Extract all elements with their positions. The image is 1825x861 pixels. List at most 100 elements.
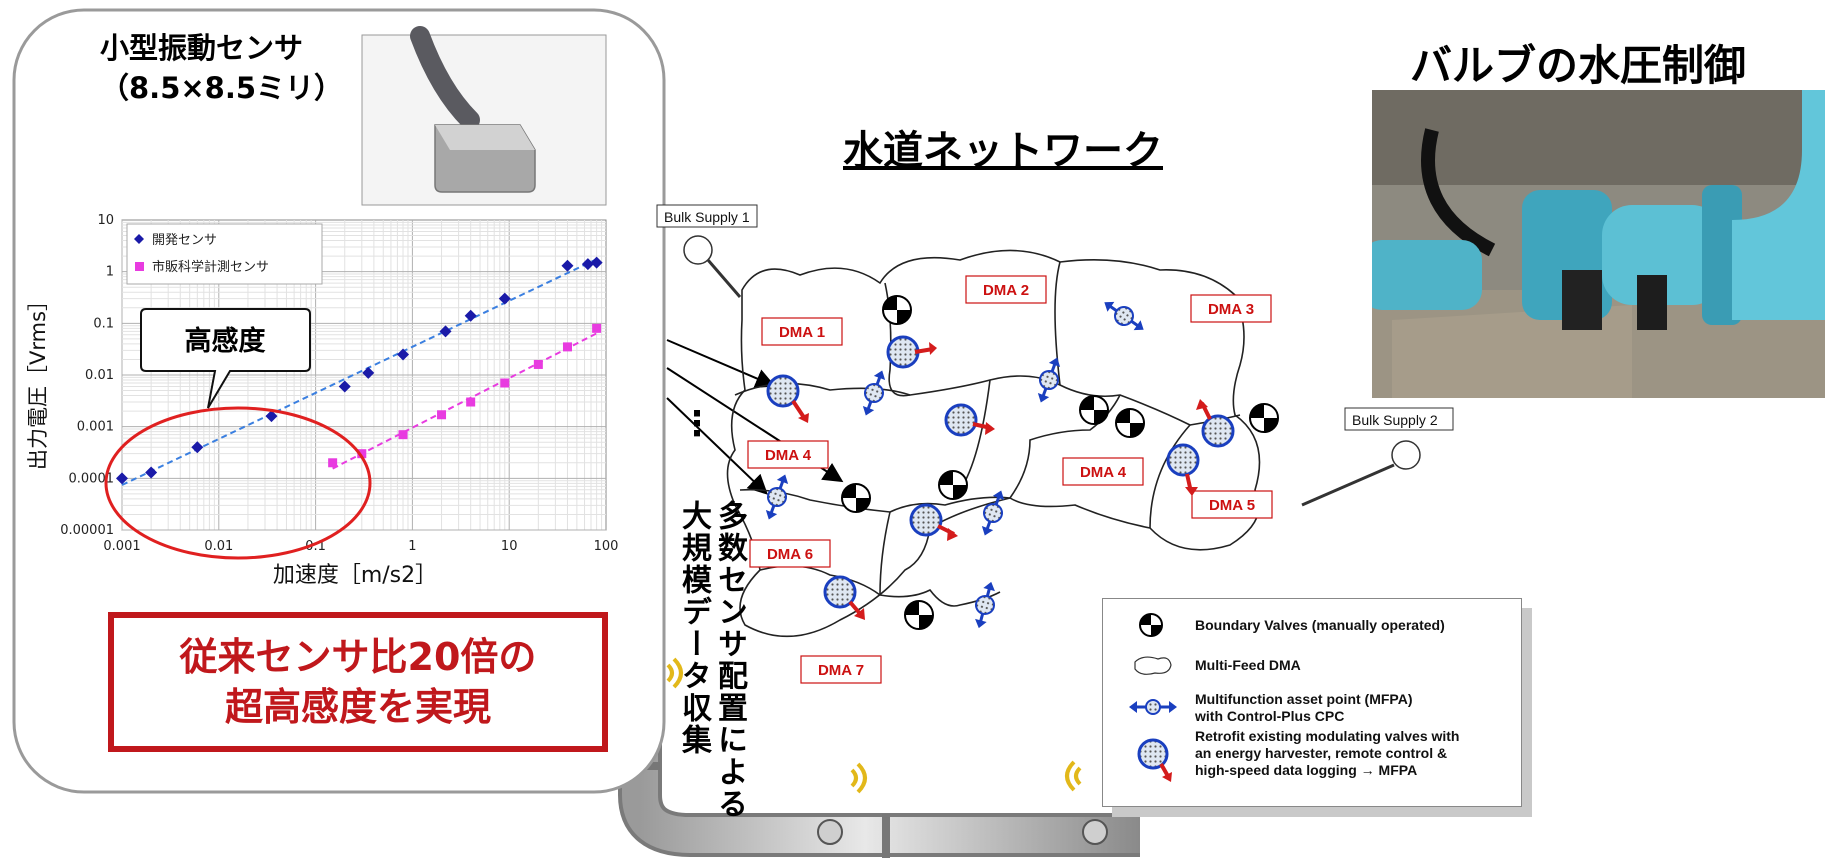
data-point-dev xyxy=(145,466,158,479)
legend-retrofit-line3: high-speed data logging → MFPA xyxy=(1195,762,1418,778)
trend-line-0 xyxy=(121,258,598,486)
y-tick-label: 0.01 xyxy=(85,368,114,383)
mfpa-icon xyxy=(1104,301,1144,331)
highlight-line2: 超高感度を実現 xyxy=(224,685,491,729)
dma-label-5: DMA 5 xyxy=(1191,490,1273,519)
data-point-commercial xyxy=(398,430,408,440)
valve-photo xyxy=(1372,90,1825,398)
legend-mfpa: Multifunction asset point (MFPA) with Co… xyxy=(1195,691,1413,725)
data-point-commercial xyxy=(533,359,543,369)
sensor-title: 小型振動センサ （8.5×8.5ミリ） xyxy=(100,28,343,108)
data-point-dev xyxy=(191,441,204,454)
boundary-valve-icon xyxy=(1115,408,1145,438)
boundary-valve-icon xyxy=(1079,395,1109,425)
retrofit-valve-icon xyxy=(1196,399,1235,448)
boundary-valve-icon xyxy=(1139,613,1163,637)
high-sensitivity-ellipse xyxy=(104,406,372,560)
boundary-valves xyxy=(841,295,1279,630)
data-point-commercial xyxy=(328,458,338,468)
data-point-dev xyxy=(116,472,128,485)
y-tick-label: 10 xyxy=(97,213,114,228)
boundary-valve-icon xyxy=(841,483,871,513)
dma-label-4a: DMA 4 xyxy=(747,440,829,469)
chart-series xyxy=(116,256,603,486)
legend-icons xyxy=(1129,613,1177,782)
legend-mfpa-line1: Multifunction asset point (MFPA) xyxy=(1195,691,1413,707)
boundary-valve-icon xyxy=(904,600,934,630)
data-point-dev xyxy=(397,348,410,361)
retrofit-valve-icon xyxy=(766,374,809,423)
x-tick-label: 1 xyxy=(408,539,416,554)
y-tick-label: 0.0001 xyxy=(69,471,115,486)
pipe-illustration xyxy=(618,657,1140,858)
dma-labels: DMA 1 DMA 2 DMA 3 DMA 4 DMA 4 DMA 5 DMA … xyxy=(747,275,1273,684)
svg-text:Bulk Supply 2: Bulk Supply 2 xyxy=(1352,412,1438,428)
callout-text: 高感度 xyxy=(185,325,266,357)
data-point-commercial xyxy=(592,323,602,333)
dma-label-6: DMA 6 xyxy=(749,539,831,568)
data-point-dev xyxy=(590,256,603,269)
data-point-dev xyxy=(439,325,452,338)
retrofit-valve-icon xyxy=(1166,443,1200,496)
network-title: 水道ネットワーク xyxy=(843,128,1163,174)
retrofit-valve-icon xyxy=(944,403,995,437)
bulk-supply-2: Bulk Supply 2 xyxy=(1301,407,1454,507)
sensor-title-line1: 小型振動センサ xyxy=(100,31,304,65)
dma-label-7: DMA 7 xyxy=(800,655,882,684)
retrofit-valve-icon xyxy=(886,335,937,369)
dma-label-2: DMA 2 xyxy=(965,275,1047,304)
boundary-valve-icon xyxy=(882,295,912,325)
dma-label-3: DMA 3 xyxy=(1190,294,1272,323)
y-tick-label: 0.00001 xyxy=(60,523,114,538)
data-point-dev xyxy=(561,259,574,272)
sensor-photo xyxy=(361,26,607,206)
legend-dev-label: 開発センサ xyxy=(152,233,217,248)
y-tick-label: 0.001 xyxy=(77,420,114,435)
data-point-dev xyxy=(498,292,511,305)
bulk-supply-1: Bulk Supply 1 xyxy=(656,204,758,298)
data-point-dev xyxy=(362,366,375,379)
legend-multi-feed: Multi-Feed DMA xyxy=(1195,657,1301,673)
svg-text:DMA 7: DMA 7 xyxy=(818,662,864,679)
svg-text:Bulk Supply 1: Bulk Supply 1 xyxy=(664,209,750,225)
retrofit-valve-icon xyxy=(823,575,865,620)
x-tick-label: 100 xyxy=(594,539,619,554)
y-tick-label: 1 xyxy=(106,265,114,280)
highlight-box: 従来センサ比20倍の 超高感度を実現 xyxy=(108,612,608,752)
legend-marker-commercial xyxy=(135,262,144,271)
data-point-dev xyxy=(338,380,351,393)
legend-mfpa-line2: with Control-Plus CPC xyxy=(1195,708,1345,724)
retrofit-valve-icon xyxy=(909,503,958,541)
svg-text:DMA 3: DMA 3 xyxy=(1208,301,1254,318)
dma-label-4b: DMA 4 xyxy=(1062,457,1144,486)
network-legend: Boundary Valves (manually operated) Mult… xyxy=(1102,598,1522,807)
legend-boundary-valves: Boundary Valves (manually operated) xyxy=(1195,617,1445,633)
data-point-commercial xyxy=(500,378,510,388)
data-point-commercial xyxy=(466,397,476,407)
x-tick-label: 0.01 xyxy=(204,539,233,554)
mfpa-icon xyxy=(975,581,995,629)
big-data-text: 大規模データ収集 xyxy=(676,500,711,756)
data-point-commercial xyxy=(562,342,572,352)
x-axis-label: 加速度［m/s2］ xyxy=(273,563,437,588)
svg-text:DMA 6: DMA 6 xyxy=(767,546,813,563)
ellipsis-mark: ⋮ xyxy=(680,404,714,444)
legend-marker-dev xyxy=(134,234,144,244)
retrofit-nodes xyxy=(766,335,1235,620)
mfpa-icon xyxy=(1129,699,1177,715)
high-sensitivity-callout: 高感度 xyxy=(104,308,372,560)
mfpa-icon xyxy=(1037,357,1061,403)
boundary-valve-icon xyxy=(938,470,968,500)
mfpa-icon xyxy=(765,474,789,520)
retrofit-valve-icon xyxy=(1137,738,1172,782)
chart-legend: 開発センサ 市販科学計測センサ xyxy=(126,223,323,285)
multi-feed-dma-icon xyxy=(1134,656,1172,675)
data-point-commercial xyxy=(357,449,367,459)
data-point-dev xyxy=(581,258,594,271)
x-tick-label: 0.001 xyxy=(103,539,140,554)
highlight-line1: 従来センサ比20倍の xyxy=(179,635,537,679)
svg-text:DMA 5: DMA 5 xyxy=(1209,497,1255,514)
legend-retrofit-line1: Retrofit existing modulating valves with xyxy=(1195,728,1460,744)
legend-retrofit: Retrofit existing modulating valves with… xyxy=(1195,728,1459,779)
